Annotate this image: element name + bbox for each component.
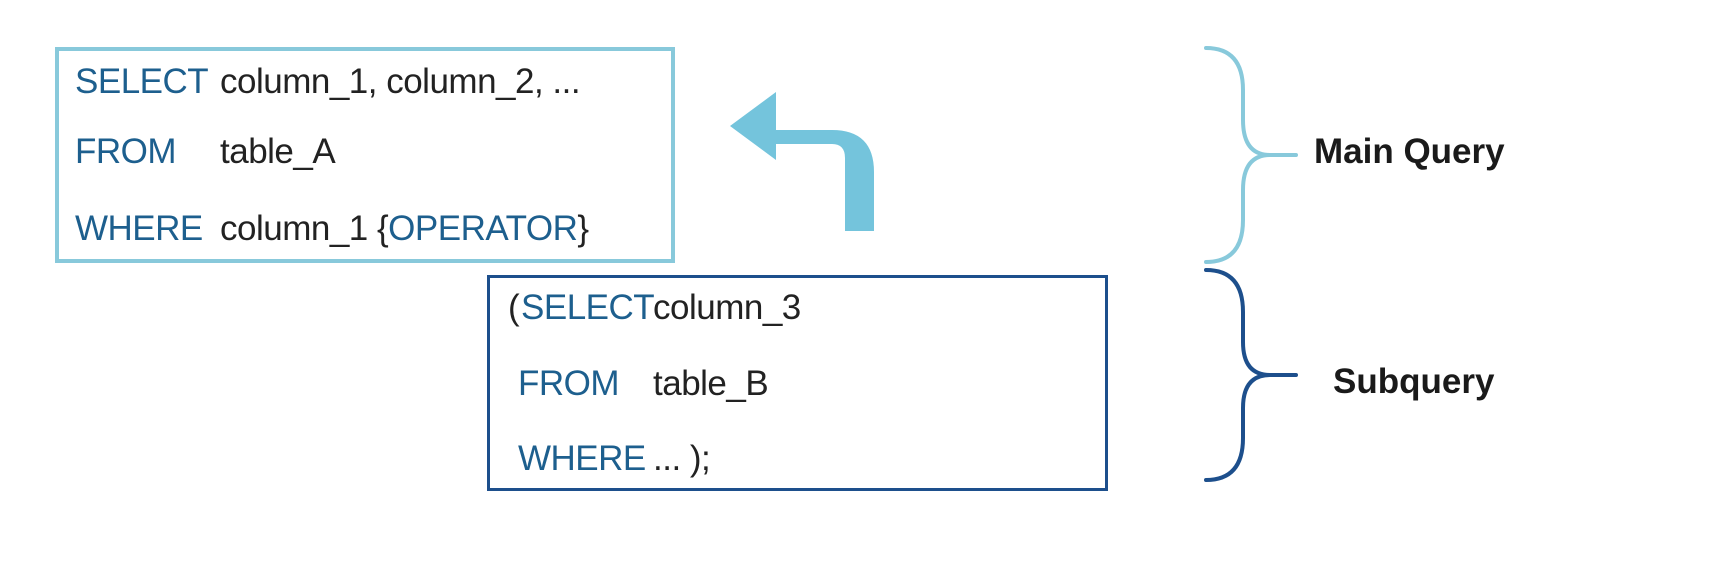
operator-placeholder: OPERATOR (388, 209, 578, 248)
sub-where-ellipsis: ... ); (653, 439, 711, 478)
sub-keyword-from: FROM (518, 364, 620, 403)
sub-keyword-where: WHERE (518, 439, 646, 478)
sub-keyword-select: SELECT (521, 288, 655, 327)
subquery-brace-icon (1204, 268, 1298, 482)
open-paren: ( (508, 288, 520, 327)
keyword-select: SELECT (75, 62, 209, 101)
main-query-brace-icon (1204, 46, 1298, 264)
select-columns: column_1, column_2, ... (220, 62, 581, 101)
subquery-label: Subquery (1333, 362, 1495, 401)
main-query-box (55, 47, 675, 263)
where-condition: column_1 {OPERATOR} (220, 211, 589, 246)
where-close-brace: } (577, 209, 589, 248)
where-column: column_1 { (220, 209, 389, 248)
subquery-box (487, 275, 1108, 491)
keyword-from: FROM (75, 132, 177, 171)
keyword-where: WHERE (75, 209, 203, 248)
sub-select-column: column_3 (653, 288, 801, 327)
sub-from-table: table_B (653, 364, 769, 403)
from-table: table_A (220, 132, 336, 171)
main-query-label: Main Query (1314, 132, 1505, 171)
return-arrow-icon (730, 92, 874, 231)
